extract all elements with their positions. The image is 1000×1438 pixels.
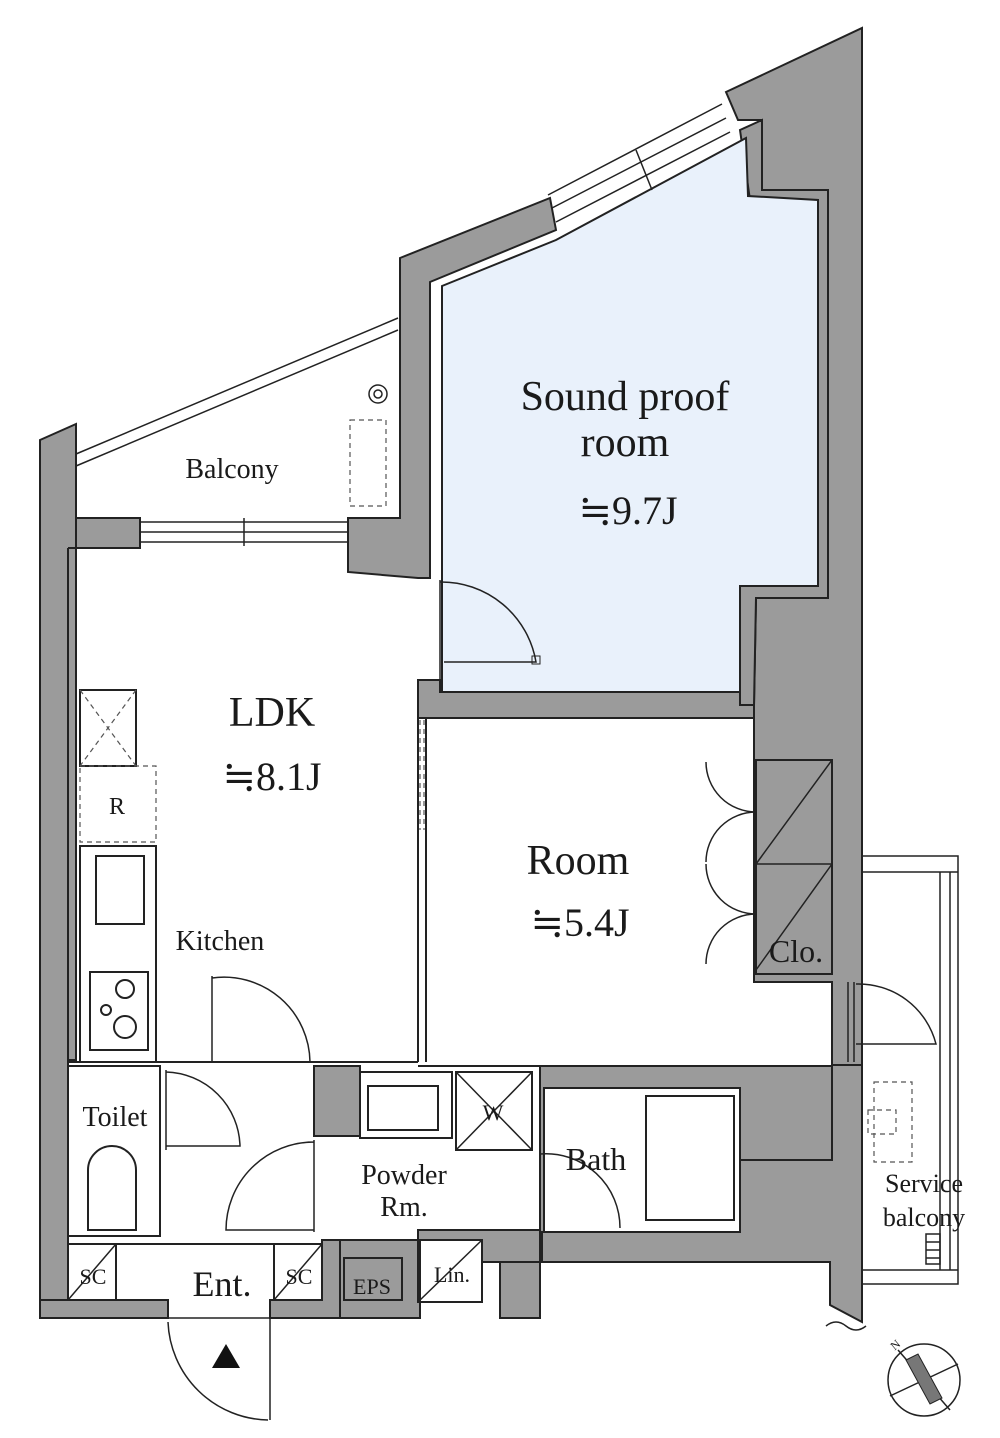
service-balcony-railing: [862, 855, 959, 1285]
entrance-door: [167, 1317, 271, 1421]
bath-room: [543, 1087, 741, 1233]
entrance-arrow-icon: [212, 1344, 240, 1368]
room-label: Room: [527, 838, 630, 884]
outdoor-unit-dashed: [349, 419, 387, 507]
shoe-closet-right: [273, 1243, 323, 1301]
balcony-railing: [75, 317, 399, 467]
service-balcony-door: [847, 982, 937, 1062]
ldk-room-divider: [417, 718, 427, 1062]
sound-room-window: [547, 103, 731, 223]
sound-proof-area: ≒9.7J: [578, 488, 677, 533]
bottom-wall: [39, 1299, 169, 1319]
entrance-label: Ent.: [193, 1264, 252, 1304]
closet-doors: [705, 761, 757, 965]
vanity: [359, 1071, 453, 1139]
refrigerator-label: R: [109, 794, 125, 820]
kitchen-label: Kitchen: [176, 926, 265, 957]
bathtub: [645, 1095, 735, 1221]
sound-proof-label-line1: Sound proof: [521, 374, 730, 420]
bath-door: [539, 1152, 621, 1230]
eps-label: EPS: [353, 1274, 391, 1299]
drain-icon: [368, 384, 388, 404]
wet-wall-left: [313, 1065, 361, 1137]
service-balcony-label-line2: balcony: [883, 1203, 965, 1232]
room-area: ≒5.4J: [530, 900, 629, 945]
sound-room-door: [439, 580, 537, 680]
shoe-closet-left: [67, 1243, 117, 1301]
linen-closet: [417, 1239, 483, 1303]
linen-label: Lin.: [434, 1262, 470, 1287]
toilet-label: Toilet: [83, 1102, 148, 1133]
ldk-top-wall: [75, 517, 141, 549]
closet-box: [755, 759, 833, 975]
washer-space: [455, 1071, 533, 1151]
bottom-wall-right: [339, 1239, 421, 1319]
shoe-closet-right-label: SC: [286, 1264, 313, 1289]
bath-label: Bath: [566, 1141, 626, 1177]
window-mullion: [635, 149, 653, 191]
washer-label: W: [483, 1100, 504, 1125]
ldk-outline: [67, 547, 418, 1063]
center-column: [347, 196, 558, 579]
kitchen-counter: [79, 845, 157, 1063]
hall-door: [225, 1140, 315, 1232]
service-balcony-label-line1: Service: [885, 1169, 963, 1198]
toilet-bowl: [87, 1145, 137, 1231]
powder-label-line1: Powder: [361, 1160, 447, 1191]
sound-proof-label-line2: room: [581, 420, 670, 466]
sink: [95, 855, 145, 925]
powder-label-line2: Rm.: [380, 1192, 427, 1223]
compass-icon: [887, 1343, 961, 1417]
ldk-label: LDK: [229, 690, 315, 736]
toilet-room: [67, 1065, 161, 1237]
balcony-label: Balcony: [185, 454, 278, 485]
ldk-area: ≒8.1J: [222, 754, 321, 799]
closet-label: Clo.: [769, 933, 823, 969]
stove: [89, 971, 149, 1051]
compass-north-label: N: [888, 1337, 904, 1354]
left-wall: [39, 422, 169, 1319]
shoe-closet-left-label: SC: [80, 1264, 107, 1289]
refrigerator-space: [79, 765, 157, 843]
kitchen-door: [211, 976, 311, 1063]
toilet-door: [165, 1070, 241, 1150]
